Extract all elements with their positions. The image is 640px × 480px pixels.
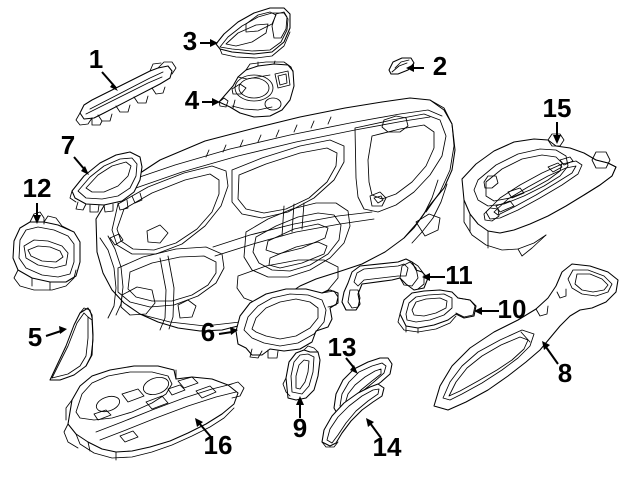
callout-number-2: 2 — [433, 51, 447, 81]
callout-number-16: 16 — [204, 430, 233, 460]
part-9-corner-filler-panel[interactable] — [282, 345, 321, 401]
callout-number-15: 15 — [543, 93, 572, 123]
callout-number-1: 1 — [89, 44, 103, 74]
part-5-side-end-cap-panel[interactable] — [49, 307, 94, 381]
callout-number-14: 14 — [373, 432, 402, 462]
callout-number-11: 11 — [445, 260, 473, 290]
part-7-decorative-trim-bezel[interactable] — [69, 151, 143, 213]
part-12-air-vent-duct-outlet[interactable] — [12, 211, 81, 291]
callout-number-13: 13 — [328, 332, 357, 362]
part-10-console-mounting-bracket[interactable] — [397, 289, 477, 334]
part-instrument-panel-assembly[interactable] — [95, 97, 456, 332]
callout-number-4: 4 — [185, 85, 200, 115]
callout-number-3: 3 — [183, 26, 197, 56]
callout-number-6: 6 — [201, 317, 215, 347]
part-8-passenger-trim-strip[interactable] — [433, 263, 619, 411]
part-2-small-clip-wedge[interactable] — [388, 57, 415, 75]
callout-number-8: 8 — [558, 358, 572, 388]
callout-numbers: 1 2 3 4 5 6 7 8 9 10 11 12 13 14 15 16 — [23, 26, 573, 462]
part-15-glovebox-reinforcement-panel[interactable] — [461, 133, 617, 257]
part-4-speaker-housing-bracket[interactable] — [218, 60, 295, 118]
part-6-instrument-cluster-hood[interactable] — [235, 288, 339, 359]
callout-leaders — [33, 39, 561, 439]
part-11-upper-support-frame[interactable] — [341, 258, 429, 311]
callout-number-9: 9 — [293, 413, 307, 443]
part-14-curved-molding-lower[interactable] — [321, 383, 385, 448]
part-1-defroster-grille-trim-strip[interactable] — [75, 61, 177, 126]
part-16-knee-bolster-panel[interactable] — [63, 365, 245, 461]
callout-number-12: 12 — [23, 173, 52, 203]
part-3-speaker-grille-cover[interactable] — [215, 7, 291, 59]
callout-number-5: 5 — [28, 322, 42, 352]
callout-number-7: 7 — [61, 130, 75, 160]
callout-number-10: 10 — [498, 294, 527, 324]
